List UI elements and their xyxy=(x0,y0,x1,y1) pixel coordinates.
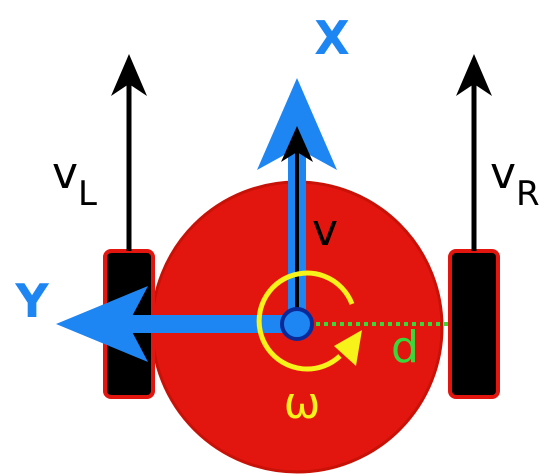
omega-label: ω xyxy=(284,378,321,429)
left-velocity-arrow xyxy=(111,54,147,251)
v-right-label: v xyxy=(490,148,516,199)
d-label: d xyxy=(391,322,419,373)
v-center-label: v xyxy=(312,205,338,256)
right-wheel xyxy=(448,249,500,399)
v-right-subscript: R xyxy=(516,174,540,214)
v-left-subscript: L xyxy=(78,174,97,214)
x-axis-label: X xyxy=(314,11,349,65)
rotation-omega-arrow xyxy=(256,270,362,372)
center-velocity-arrow xyxy=(281,126,313,318)
center-point xyxy=(280,307,314,341)
right-velocity-arrow xyxy=(456,54,492,251)
y-axis-arrow xyxy=(56,286,297,362)
v-left-label: v xyxy=(52,148,78,199)
y-axis-label: Y xyxy=(14,274,49,328)
